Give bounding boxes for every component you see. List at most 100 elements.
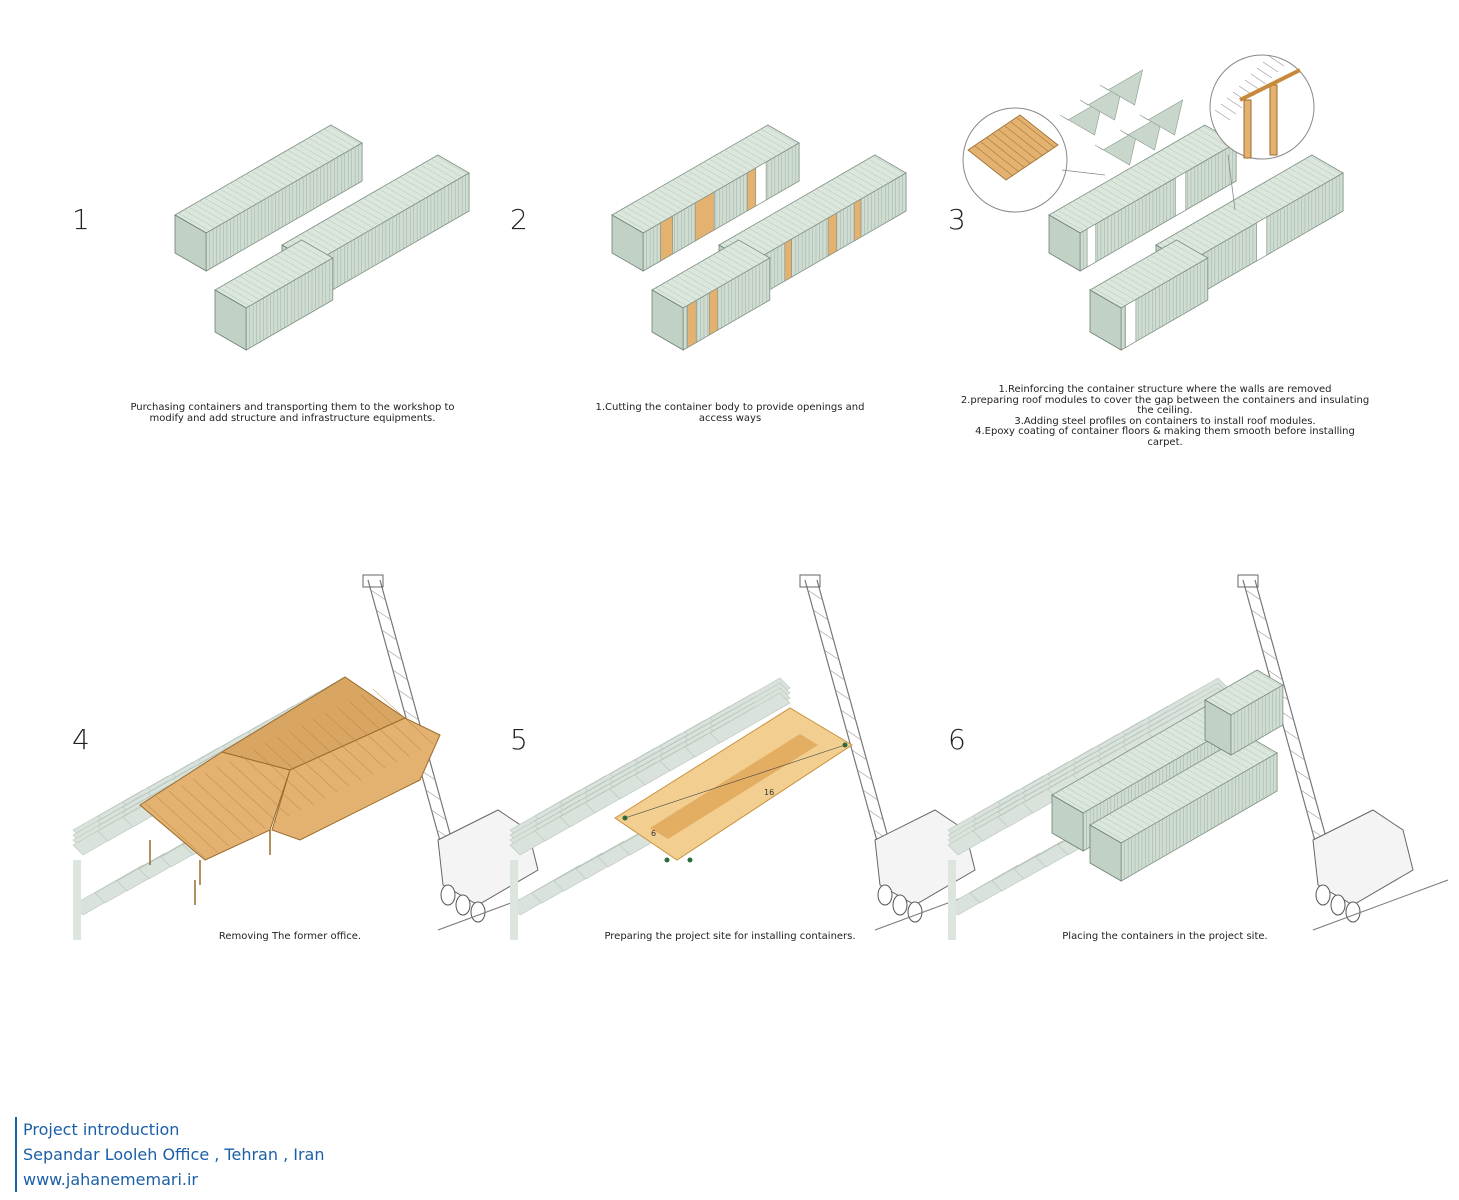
roof-rib [646, 194, 678, 214]
opening [784, 238, 793, 282]
floor-plank [980, 141, 1020, 173]
roof-rib [717, 251, 750, 271]
roof-rib [436, 155, 468, 175]
crane-lattice [398, 689, 414, 701]
roof-rib [1109, 179, 1141, 199]
roof-line [372, 688, 434, 745]
step-number-2: 2 [510, 203, 528, 236]
roof-rib [1081, 777, 1113, 797]
roof-rib [300, 233, 333, 253]
floor-plank [992, 133, 1032, 165]
roof-rib [1062, 206, 1095, 226]
roof-rib [1181, 771, 1214, 791]
roof-rib [1171, 143, 1204, 163]
roof-rib [760, 128, 793, 148]
roof-rib [240, 176, 273, 196]
container [611, 124, 800, 272]
roof-rib [670, 278, 703, 298]
roof-detail-line [1250, 73, 1267, 85]
roof-rib [1252, 188, 1285, 208]
crane-lattice [813, 609, 829, 621]
roof-rib [1140, 260, 1172, 280]
roof-rib [1180, 230, 1212, 250]
roof-rib [1208, 697, 1235, 714]
crane-lattice [835, 689, 851, 701]
roof-rib [1145, 158, 1178, 178]
roof-line [336, 706, 398, 763]
crane-truck [1312, 809, 1414, 906]
roof-rib [1166, 146, 1199, 166]
truck-wheel [877, 884, 893, 906]
roof-rib [178, 212, 210, 232]
roof-rib [1076, 780, 1108, 800]
roof-rib [1284, 170, 1316, 190]
roof-line [300, 724, 362, 781]
container [1048, 124, 1237, 272]
roof-detail-line [1256, 67, 1273, 79]
roof-rib [753, 224, 785, 244]
roof-line [252, 748, 314, 805]
pipe-stack-edge [510, 860, 518, 940]
roof-rib [779, 209, 811, 229]
roof-rib [282, 152, 314, 172]
roof-rib [1171, 242, 1203, 262]
roof-rib [1060, 789, 1092, 809]
roof-rib [615, 212, 647, 232]
roof-rib [1174, 723, 1207, 743]
footer-credits: Project introduction Sepandar Looleh Off… [15, 1117, 324, 1192]
crane-lattice [1300, 789, 1316, 801]
crane-lattice [1295, 769, 1311, 781]
roof-rib [1237, 197, 1269, 217]
opening [827, 212, 838, 257]
roof-rib [714, 155, 746, 175]
roof-rib [774, 212, 806, 232]
floor-plank [986, 137, 1026, 169]
roof-rib [1169, 726, 1202, 746]
crane-boom [1254, 579, 1336, 871]
roof-detail-line [1262, 61, 1279, 73]
roof-rib [1174, 233, 1207, 253]
roof-rib [280, 251, 313, 271]
crane-lattice [381, 629, 397, 641]
opening [1175, 171, 1187, 217]
roof-rib [1247, 191, 1280, 211]
roof-rib [1232, 200, 1264, 220]
roof-rib [1160, 248, 1193, 268]
roof-rib [1211, 212, 1243, 232]
roof-rib [708, 158, 741, 178]
truck-wheel [907, 901, 923, 923]
step-1-caption: Purchasing containers and transporting t… [130, 402, 455, 424]
roof-rib [729, 146, 762, 166]
roof-rib [1129, 266, 1162, 286]
roof-rib [389, 182, 421, 202]
footer-website[interactable]: www.jahanememari.ir [23, 1170, 199, 1189]
roof-rib [1294, 164, 1326, 184]
roof-rib [1128, 750, 1160, 770]
roof-rib [1070, 783, 1103, 803]
roof-rib [852, 167, 884, 187]
roof-rib [748, 227, 780, 247]
roof-rib [318, 131, 351, 151]
roof-rib [275, 254, 307, 274]
roof-rib [415, 167, 447, 187]
roof-rib [1108, 813, 1141, 833]
outrigger [1312, 879, 1449, 931]
roof-rib [1171, 777, 1203, 797]
crane-lattice [387, 649, 403, 661]
roof-rib [1125, 170, 1157, 190]
roof-rib [410, 170, 442, 190]
roof-rib [836, 176, 869, 196]
roof-rib [378, 188, 411, 208]
roof-rib [1207, 756, 1240, 776]
crane-lattice [1251, 609, 1267, 621]
roof-rib [1176, 774, 1208, 794]
crane-head [362, 574, 384, 588]
crane-lattice [1289, 749, 1305, 761]
steel-profile [1269, 84, 1278, 156]
roof-rib [1103, 816, 1136, 836]
roof-rib [1197, 762, 1229, 782]
roof-rib [1195, 221, 1228, 241]
roof-line [240, 754, 302, 811]
roof-rib [656, 188, 689, 208]
roof-rib [1124, 269, 1156, 289]
